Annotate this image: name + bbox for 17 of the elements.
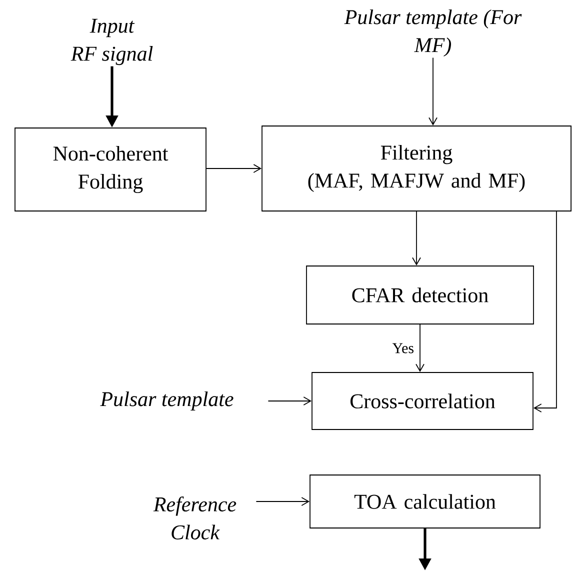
process-box: Cross-correlation [312,372,534,430]
process-box: Filtering (MAF, MAFJW and MF) [262,126,572,212]
input-label: Input RF signal [70,18,153,66]
arrow [206,164,262,173]
arrow [268,396,312,406]
input-label: Pulsar template (For MF) [344,9,522,56]
arrow [256,497,310,506]
process-box: TOA calculation [310,474,540,528]
edge-label: Yes [391,342,416,354]
process-box: CFAR detection [306,266,534,324]
arrow [533,211,557,412]
arrow [412,211,421,266]
process-box: Non-coherent Folding [14,128,206,212]
arrow [416,324,424,372]
input-label: Pulsar template [100,391,234,411]
arrow [428,57,438,126]
input-label: Reference Clock [153,496,236,540]
